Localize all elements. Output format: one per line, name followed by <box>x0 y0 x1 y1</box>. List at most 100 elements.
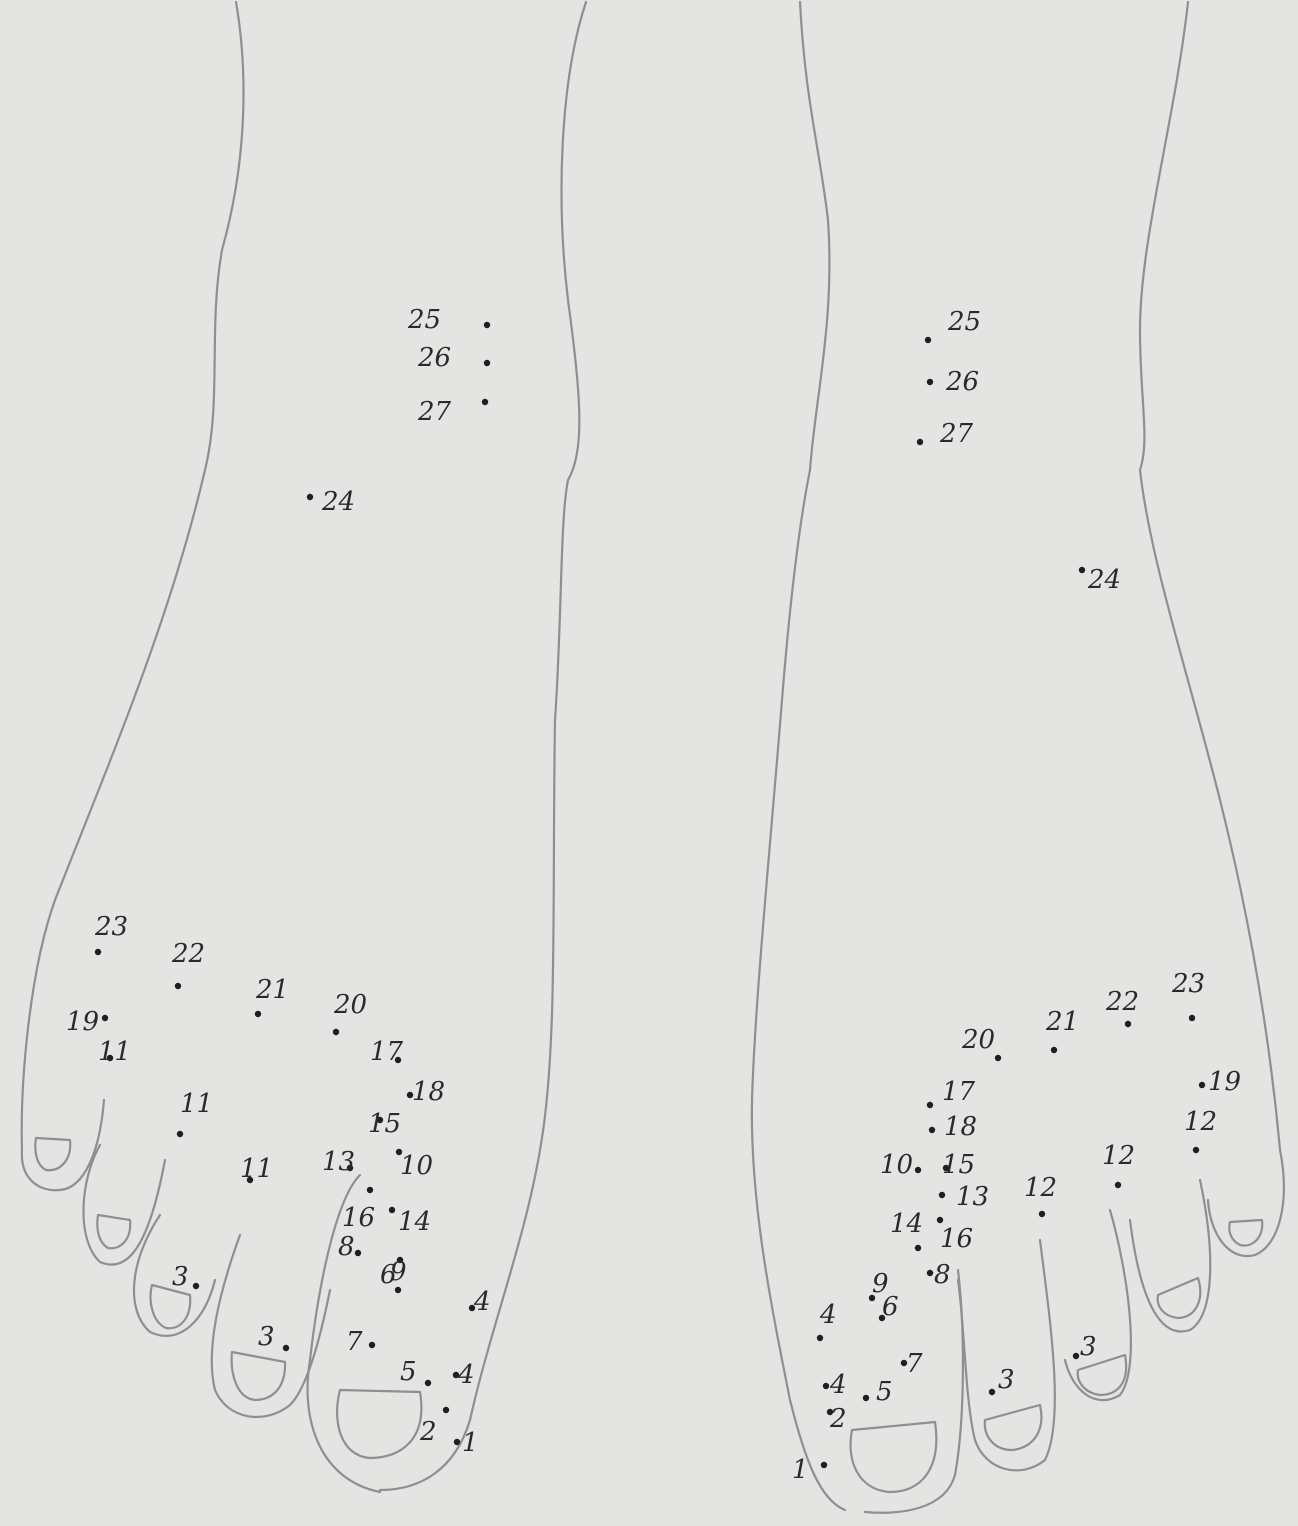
right-foot-point-dot <box>927 1102 933 1108</box>
right-foot-point-label: 19 <box>1208 1067 1241 1097</box>
left-foot-point-dot <box>367 1187 373 1193</box>
right-foot-point-label: 22 <box>1105 987 1139 1017</box>
right-foot-point-dot <box>1189 1015 1195 1021</box>
left-foot-point-dot <box>484 322 490 328</box>
left-foot-point-dot <box>193 1283 199 1289</box>
left-foot-point-label: 3 <box>258 1322 275 1352</box>
left-foot-nail-2 <box>97 1215 130 1248</box>
right-foot-point-dot <box>929 1127 935 1133</box>
right-foot-toe-3 <box>1065 1210 1131 1400</box>
left-foot-point-dot <box>369 1342 375 1348</box>
left-foot-point-label: 26 <box>417 343 451 373</box>
right-foot-point-label: 4 <box>819 1300 837 1330</box>
right-foot-nail-4 <box>985 1405 1042 1450</box>
left-foot-nail-4 <box>232 1352 285 1400</box>
right-foot-point-label: 7 <box>906 1349 923 1379</box>
left-foot-point-dot <box>333 1029 339 1035</box>
right-foot-point-label: 20 <box>961 1025 995 1055</box>
left-foot-point-dot <box>307 494 313 500</box>
right-foot-point-label: 15 <box>942 1150 975 1180</box>
left-foot-point-dot <box>443 1407 449 1413</box>
right-foot-point-label: 14 <box>890 1209 923 1239</box>
left-foot-point-label: 4 <box>457 1360 475 1390</box>
right-foot-point-dot <box>817 1335 823 1341</box>
right-foot-point-label: 6 <box>882 1292 899 1322</box>
left-foot-point-label: 24 <box>321 487 355 517</box>
right-foot-point-dot <box>927 379 933 385</box>
right-foot-leg-right-contour <box>1140 2 1280 1150</box>
right-foot-point-label: 3 <box>998 1365 1015 1395</box>
left-foot-point-label: 5 <box>400 1357 417 1387</box>
right-foot-point-dot <box>1039 1211 1045 1217</box>
right-foot-point-label: 21 <box>1045 1007 1079 1037</box>
left-foot-point-dot <box>102 1015 108 1021</box>
right-foot-point-dot <box>915 1167 921 1173</box>
right-foot-point-label: 5 <box>876 1377 893 1407</box>
left-foot-pinky-toe <box>22 1100 104 1190</box>
right-foot-leg-left-contour <box>752 2 845 1510</box>
right-foot-point-label: 26 <box>945 367 979 397</box>
left-foot-outline <box>22 2 586 1492</box>
right-foot-point-dot <box>939 1192 945 1198</box>
right-foot-point-dot <box>823 1383 829 1389</box>
right-foot-point-label: 18 <box>944 1112 977 1142</box>
right-foot-nail-2 <box>1158 1278 1201 1318</box>
right-foot-point-label: 3 <box>1080 1332 1097 1362</box>
left-foot-point-label: 25 <box>407 305 441 335</box>
left-foot-leg-left-contour <box>22 2 244 1150</box>
left-foot-point-label: 14 <box>398 1207 431 1237</box>
right-foot-point-dot <box>1125 1021 1131 1027</box>
left-foot-point-label: 15 <box>368 1109 401 1139</box>
right-foot-toe-2 <box>958 1240 1055 1470</box>
left-foot-point-label: 22 <box>171 939 205 969</box>
left-foot-point-label: 3 <box>172 1262 189 1292</box>
right-foot-point-label: 25 <box>947 307 981 337</box>
left-foot-point-label: 23 <box>94 912 128 942</box>
right-foot-outline <box>752 2 1284 1513</box>
right-foot-point-label: 4 <box>829 1370 847 1400</box>
left-foot-nail-1 <box>35 1138 70 1170</box>
left-foot-point-dot <box>255 1011 261 1017</box>
right-foot-point-label: 8 <box>934 1260 951 1290</box>
left-foot-point-dot <box>454 1439 460 1445</box>
left-foot-point-label: 13 <box>322 1147 355 1177</box>
left-foot-point-label: 8 <box>338 1232 355 1262</box>
right-foot-point-dot <box>1079 567 1085 573</box>
left-foot-point-dot <box>484 360 490 366</box>
left-foot-point-dot <box>95 949 101 955</box>
left-foot-point-label: 21 <box>255 975 289 1005</box>
left-foot-point-label: 11 <box>240 1154 273 1184</box>
left-foot-point-label: 27 <box>417 397 452 427</box>
right-foot-point-dot <box>925 337 931 343</box>
left-foot-nail-5 <box>337 1390 421 1458</box>
left-foot-point-dot <box>425 1380 431 1386</box>
left-foot-point-label: 7 <box>346 1327 363 1357</box>
right-foot-point-label: 24 <box>1087 565 1121 595</box>
right-foot-point-label: 27 <box>939 419 974 449</box>
left-foot-point-label: 19 <box>66 1007 99 1037</box>
right-foot-point-label: 13 <box>956 1182 989 1212</box>
right-foot-point-dot <box>1115 1182 1121 1188</box>
left-foot-point-label: 2 <box>419 1417 437 1447</box>
right-foot-pinky-toe <box>1208 1150 1284 1256</box>
left-foot-point-label: 16 <box>342 1203 375 1233</box>
right-foot-point-label: 12 <box>1024 1173 1057 1203</box>
right-foot-point-label: 10 <box>880 1150 913 1180</box>
right-foot-point-label: 1 <box>792 1455 809 1485</box>
left-foot-point-label: 20 <box>333 990 367 1020</box>
right-foot-point-label: 23 <box>1171 969 1205 999</box>
left-foot-point-label: 11 <box>98 1037 131 1067</box>
left-foot-toe-4 <box>83 1145 165 1265</box>
right-foot-point-dot <box>937 1217 943 1223</box>
right-foot-point-dot <box>927 1270 933 1276</box>
right-foot-nail-1 <box>1229 1220 1262 1246</box>
right-foot-point-dot <box>917 439 923 445</box>
left-foot-point-dot <box>175 983 181 989</box>
right-foot-point-dot <box>1051 1047 1057 1053</box>
right-foot-point-dot <box>1193 1147 1199 1153</box>
left-foot-leg-right-contour <box>380 2 586 1490</box>
right-foot-toe-4 <box>1130 1180 1210 1332</box>
